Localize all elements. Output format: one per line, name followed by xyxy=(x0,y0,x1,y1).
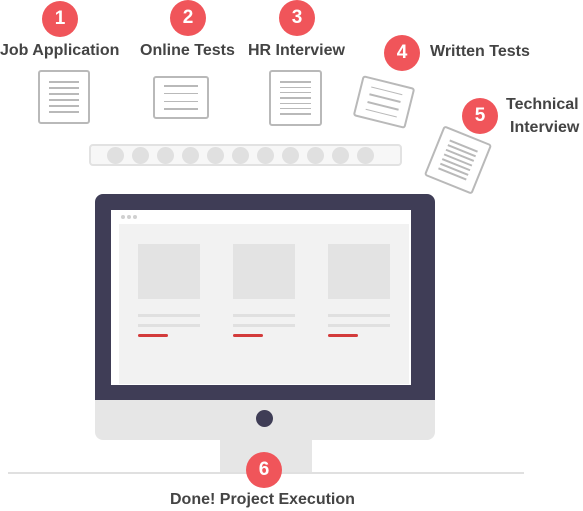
track-dot xyxy=(307,146,324,164)
step-4-label: Written Tests xyxy=(430,43,530,60)
card-2-accent xyxy=(233,334,263,337)
track-dot xyxy=(182,146,199,164)
card-3-accent xyxy=(328,334,358,337)
track-dot xyxy=(207,146,224,164)
track-dot xyxy=(282,146,299,164)
step-6-number: 6 xyxy=(258,459,270,480)
online-tests-document-icon xyxy=(153,76,209,119)
monitor-camera xyxy=(256,410,273,427)
card-3-image xyxy=(328,244,390,299)
progress-track xyxy=(89,144,402,166)
track-dot xyxy=(107,146,124,164)
step-2-number: 2 xyxy=(182,7,194,28)
step-4-number: 4 xyxy=(396,42,408,63)
card-2-line xyxy=(233,314,295,317)
card-3-line xyxy=(328,324,390,327)
card-3-line xyxy=(328,314,390,317)
step-1-badge: 1 xyxy=(42,1,78,37)
card-2-image xyxy=(233,244,295,299)
step-6-badge: 6 xyxy=(246,452,282,488)
window-dot xyxy=(121,215,125,219)
window-dot xyxy=(133,215,137,219)
step-1-number: 1 xyxy=(54,8,66,29)
step-1-label: Job Application xyxy=(0,42,120,59)
step-2-label: Online Tests xyxy=(140,42,235,59)
hr-interview-document-icon xyxy=(269,70,322,126)
card-1-accent xyxy=(138,334,168,337)
job-application-document-icon xyxy=(38,70,90,124)
step-6-label: Done! Project Execution xyxy=(170,491,355,508)
track-dot xyxy=(357,146,374,164)
card-1-image xyxy=(138,244,200,299)
track-dot xyxy=(132,146,149,164)
step-2-badge: 2 xyxy=(170,0,206,36)
step-5-badge: 5 xyxy=(462,98,498,134)
card-1-line xyxy=(138,324,200,327)
track-dot xyxy=(332,146,349,164)
written-tests-document-icon xyxy=(352,75,416,129)
window-dot xyxy=(127,215,131,219)
track-dot xyxy=(157,146,174,164)
track-dot xyxy=(232,146,249,164)
step-3-badge: 3 xyxy=(279,0,315,36)
card-2-line xyxy=(233,324,295,327)
step-5-label-line1: Technical xyxy=(506,96,579,113)
step-5-label-line2: Interview xyxy=(510,119,580,136)
step-3-number: 3 xyxy=(291,7,303,28)
track-dot xyxy=(257,146,274,164)
step-3-label: HR Interview xyxy=(248,42,345,59)
step-4-badge: 4 xyxy=(384,35,420,71)
card-1-line xyxy=(138,314,200,317)
technical-interview-document-icon xyxy=(423,125,493,195)
step-5-number: 5 xyxy=(474,105,486,126)
